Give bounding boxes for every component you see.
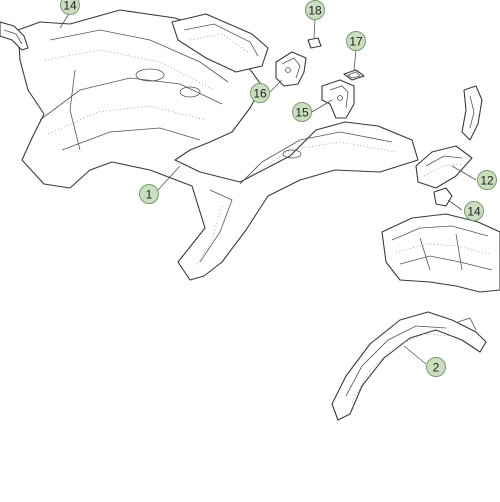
callout-circle (426, 357, 446, 377)
callout-number: 15 (295, 106, 309, 120)
callout-c15: 15 (292, 102, 312, 122)
rear-panel-upper (171, 13, 269, 73)
callout-circle (139, 184, 159, 204)
bracket-part-14-top (0, 21, 29, 51)
clip-part-18 (307, 37, 322, 49)
callout-number: 12 (480, 174, 494, 188)
callout-circle (250, 83, 270, 103)
callout-number: 14 (467, 205, 481, 219)
callout-c12: 12 (477, 170, 497, 190)
callout-circle (60, 0, 80, 15)
callout-c16: 16 (250, 83, 270, 103)
mount-part-15 (321, 79, 355, 119)
callout-circle (346, 31, 366, 51)
block-part-14-right (433, 187, 453, 207)
callout-circle (464, 201, 484, 221)
callout-number: 17 (349, 35, 363, 49)
rear-floor-assembly (17, 9, 419, 281)
gasket-part-17 (343, 69, 365, 81)
leader-lines (59, 11, 477, 365)
wheelhouse-part-2 (331, 311, 487, 421)
side-member-right (381, 213, 500, 293)
callout-c1: 1 (139, 184, 159, 204)
callout-c14b: 14 (464, 201, 484, 221)
callout-circle (477, 170, 497, 190)
callout-number: 18 (308, 4, 322, 18)
bracket-right-edge (461, 85, 483, 141)
callout-number: 16 (253, 87, 267, 101)
callout-layer: 14 18 17 16 15 1 12 14 2 (60, 0, 497, 377)
callout-c14a: 14 (60, 0, 80, 15)
callout-c2: 2 (426, 357, 446, 377)
reinforcement-part-12 (415, 145, 473, 189)
callout-number: 14 (63, 0, 77, 13)
callout-c18: 18 (305, 0, 325, 20)
callout-circle (292, 102, 312, 122)
callout-number: 1 (146, 188, 153, 202)
bracket-part-16 (275, 51, 307, 87)
callout-c17: 17 (346, 31, 366, 51)
callout-circle (305, 0, 325, 20)
callout-number: 2 (433, 361, 440, 375)
